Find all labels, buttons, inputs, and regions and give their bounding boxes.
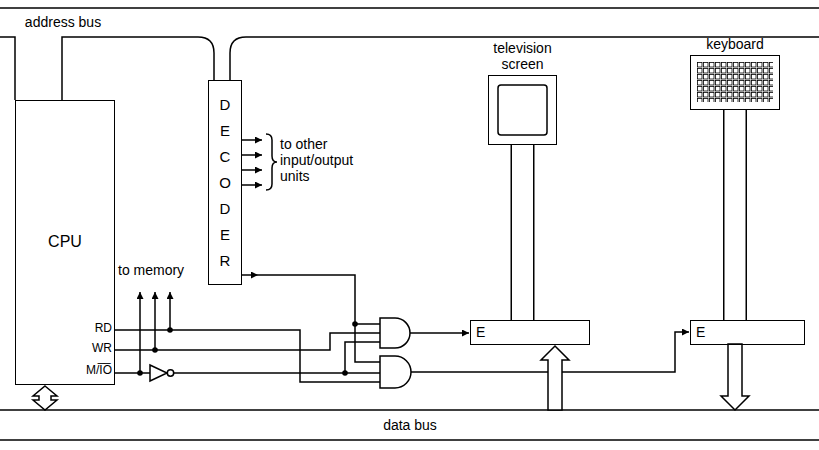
brace xyxy=(266,134,277,190)
decoder-output xyxy=(242,274,258,276)
decoder-output xyxy=(242,169,262,171)
cable-stem xyxy=(735,110,736,320)
mio-wire xyxy=(345,342,380,373)
address-bus-line xyxy=(62,37,214,100)
bus-label: address bus xyxy=(8,14,118,30)
address-bus-line xyxy=(0,37,15,100)
keys xyxy=(697,62,773,102)
decoder-output xyxy=(242,154,262,156)
and-gate xyxy=(380,318,410,348)
memory-wire xyxy=(169,292,171,330)
note: to memory xyxy=(118,262,208,278)
select-wire xyxy=(355,323,380,325)
stem-outline xyxy=(723,110,747,320)
interface-box: E xyxy=(690,320,805,345)
box-label: CPU xyxy=(48,233,82,251)
mio-wire xyxy=(115,372,150,374)
bus-arrow xyxy=(33,386,57,410)
inverter xyxy=(150,365,167,381)
bus-arrow xyxy=(541,346,569,410)
signal-name: RD xyxy=(80,322,112,336)
decoder-output xyxy=(242,139,262,141)
data-bus-line xyxy=(0,439,819,441)
junction-dot xyxy=(137,370,143,376)
junction-dot xyxy=(167,327,173,333)
inverter-bubble xyxy=(167,370,173,376)
mio-wire xyxy=(174,372,380,374)
note: to other input/output units xyxy=(280,136,366,184)
keyboard: keyboard xyxy=(690,55,780,110)
signal-name: WR xyxy=(80,342,112,356)
bus-label: data bus xyxy=(360,417,460,433)
junction-dot xyxy=(342,370,348,376)
heading: television screen xyxy=(478,40,568,72)
stem-outline xyxy=(511,145,535,320)
decoder-box: DECODER xyxy=(208,80,242,285)
enable-wire xyxy=(410,332,469,334)
junction-dot xyxy=(352,321,358,327)
stem-fill xyxy=(512,145,533,320)
television-screen: television screen xyxy=(488,75,557,145)
stem-fill xyxy=(725,110,746,320)
screen-face xyxy=(498,85,547,135)
memory-wire xyxy=(154,292,156,350)
memory-wire xyxy=(139,292,141,373)
and-gate xyxy=(380,356,411,388)
junction-dot xyxy=(152,347,158,353)
box-label: E xyxy=(691,324,705,340)
data-bus-line xyxy=(0,409,819,411)
vertical-label: DECODER xyxy=(218,92,233,274)
bus-arrow xyxy=(721,344,749,410)
select-wire xyxy=(258,275,380,362)
decoder-output xyxy=(242,184,262,186)
cable-stem xyxy=(522,145,523,320)
heading: keyboard xyxy=(690,36,780,52)
address-bus-line xyxy=(0,7,819,9)
signal-name: M/I̅O̅ xyxy=(70,364,112,378)
box-label: E xyxy=(471,324,485,340)
interface-box: E xyxy=(470,320,590,345)
